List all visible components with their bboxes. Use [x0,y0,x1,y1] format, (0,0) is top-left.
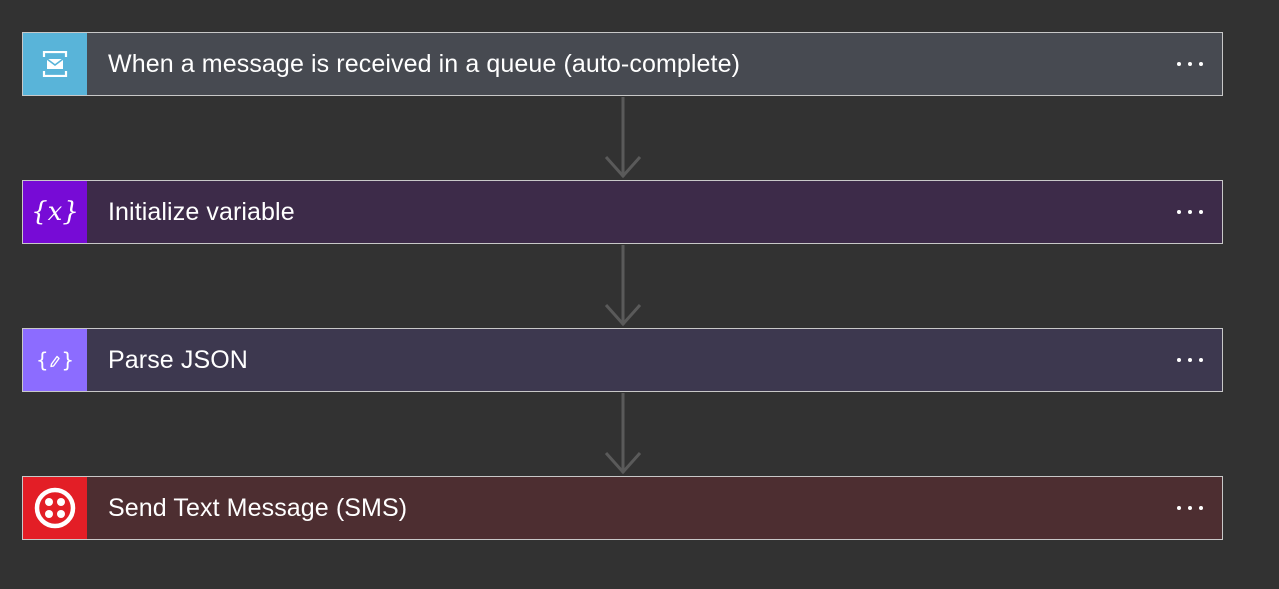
ellipsis-dot [1199,506,1203,510]
ellipsis-dot [1177,62,1181,66]
step-card-queue-trigger[interactable]: When a message is received in a queue (a… [22,32,1223,96]
more-options-button[interactable] [1158,329,1222,391]
more-options-button[interactable] [1158,181,1222,243]
ellipsis-dot [1177,358,1181,362]
ellipsis-dot [1199,358,1203,362]
step-card-send-sms[interactable]: Send Text Message (SMS) [22,476,1223,540]
ellipsis-dot [1188,506,1192,510]
step-title: Parse JSON [108,345,248,374]
connector-arrow [604,393,642,475]
connector-arrow [604,97,642,179]
ellipsis-dot [1199,62,1203,66]
ellipsis-dot [1177,506,1181,510]
more-options-button[interactable] [1158,477,1222,539]
service-bus-queue-icon [23,33,87,95]
step-title: Send Text Message (SMS) [108,493,408,522]
ellipsis-dot [1177,210,1181,214]
connector-arrow [604,245,642,327]
ellipsis-dot [1188,358,1192,362]
step-title: When a message is received in a queue (a… [108,49,741,78]
step-title: Initialize variable [108,197,295,226]
ellipsis-dot [1188,210,1192,214]
data-operations-icon: { } [23,329,87,391]
ellipsis-dot [1188,62,1192,66]
step-card-initialize-variable[interactable]: {x} Initialize variable [22,180,1223,244]
svg-text:{x}: {x} [31,197,79,227]
more-options-button[interactable] [1158,33,1222,95]
step-card-parse-json[interactable]: { } Parse JSON [22,328,1223,392]
twilio-icon [23,477,87,539]
variable-icon: {x} [23,181,87,243]
ellipsis-dot [1199,210,1203,214]
